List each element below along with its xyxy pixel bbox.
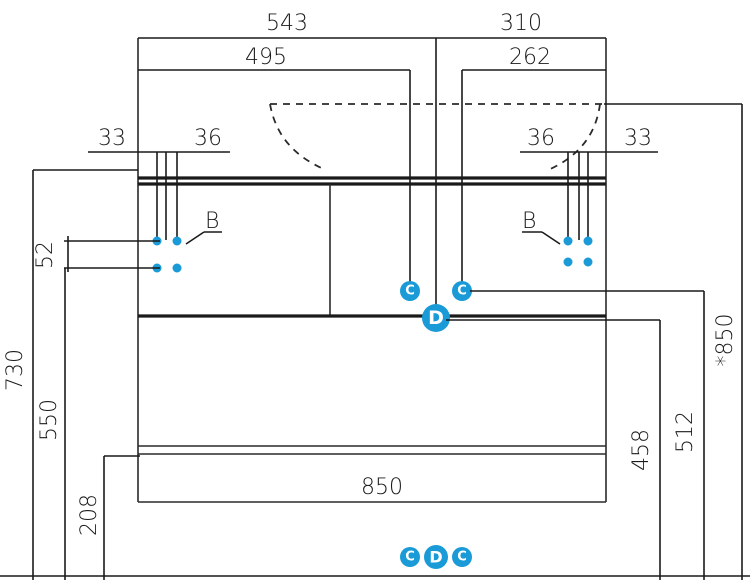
c-badge-left: C: [400, 281, 420, 301]
dim-left-b-height-text: 550: [37, 399, 62, 441]
basin-outline: [269, 103, 604, 171]
dim-top-left-width-text: 543: [266, 11, 308, 36]
dim-c-height-text: 512: [673, 411, 698, 453]
dim-left-to-c-text: 495: [245, 45, 287, 70]
floor-legend: C D C: [400, 545, 472, 569]
b-label-right: B: [522, 209, 536, 234]
dim-max-height-text: *850: [713, 314, 738, 367]
svg-text:C: C: [457, 284, 467, 299]
dim-left-b-offsets: 33 36: [88, 126, 230, 240]
dim-d-height-text: 458: [629, 429, 654, 471]
legend-c1: C: [405, 550, 415, 565]
dim-left-b-offset-a-text: 33: [98, 126, 126, 151]
cabinet-body: [137, 38, 607, 503]
svg-text:C: C: [405, 284, 415, 299]
b-dot-left-2: [172, 236, 182, 246]
dim-shelf-height-text: 208: [77, 494, 102, 536]
dim-c-height: 512: [470, 290, 705, 580]
dim-cabinet-width: 850: [361, 475, 403, 500]
dim-total-height-text: 730: [3, 349, 28, 391]
dim-left-to-c: 495: [138, 45, 411, 282]
b-dot-right-4: [583, 257, 593, 267]
b-connections-right: B: [522, 209, 593, 267]
dim-b-vertical-spacing: 52: [33, 236, 160, 272]
b-connections-left: B: [152, 209, 222, 273]
dim-top-left-width: 543: [138, 11, 436, 39]
dim-top-right-width: 310: [436, 11, 606, 39]
dim-right-b-offsets: 36 33: [520, 126, 658, 240]
d-badge-main: D: [422, 304, 450, 332]
dim-top-right-width-text: 310: [500, 11, 542, 36]
legend-c2: C: [457, 550, 467, 565]
legend-d: D: [429, 548, 442, 567]
dim-shelf-height: 208: [77, 455, 140, 580]
svg-text:D: D: [428, 307, 444, 329]
dim-total-height: 730: [3, 169, 138, 580]
b-dot-right-2: [583, 236, 593, 246]
b-dot-right-1: [563, 236, 573, 246]
c-badge-right: C: [452, 281, 472, 301]
b-dot-left-4: [172, 263, 182, 273]
dim-right-b-offset-a-text: 36: [527, 126, 555, 151]
dim-max-height: *850: [604, 103, 743, 580]
dim-cabinet-width-text: 850: [361, 475, 403, 500]
dim-right-b-offset-b-text: 33: [624, 126, 652, 151]
b-label-left: B: [205, 209, 219, 234]
dim-left-b-height: 550: [37, 268, 66, 580]
dim-right-to-c: 262: [461, 45, 606, 282]
dim-right-to-c-text: 262: [509, 45, 551, 70]
dim-d-height: 458: [446, 319, 661, 580]
dim-b-vertical-spacing-text: 52: [33, 241, 58, 269]
b-dot-right-3: [563, 257, 573, 267]
dim-left-b-offset-b-text: 36: [194, 126, 222, 151]
